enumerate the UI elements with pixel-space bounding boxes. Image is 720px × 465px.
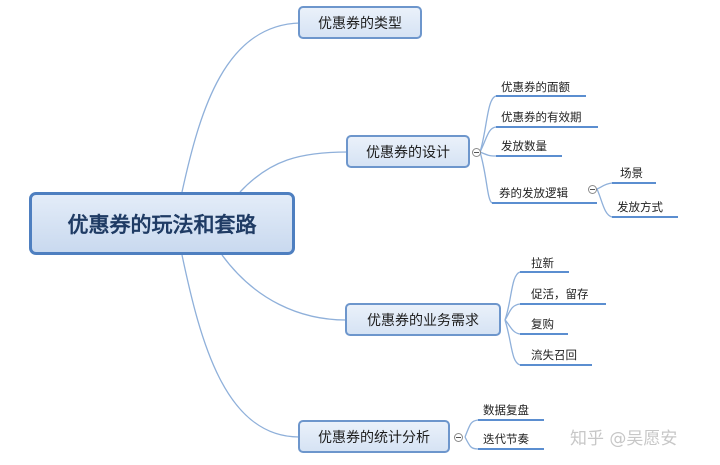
leaf-logic-scene[interactable]: 场景	[620, 166, 643, 180]
connector-stats-iterate	[464, 436, 479, 450]
topic-types[interactable]: 优惠券的类型	[298, 6, 422, 39]
leaf-business-churn[interactable]: 流失召回	[531, 348, 577, 362]
watermark: 知乎 @吴愿安	[570, 429, 678, 449]
connector-root-types	[181, 22, 301, 193]
connector-design-face	[479, 95, 497, 153]
collapse-design-toggle[interactable]	[472, 148, 481, 157]
connector-stats-review	[464, 419, 479, 438]
collapse-logic-toggle[interactable]	[588, 185, 597, 194]
leaf-business-rebuy[interactable]: 复购	[531, 317, 554, 331]
connector-business-new	[504, 271, 521, 321]
leaf-business-activation[interactable]: 促活，留存	[531, 287, 589, 301]
leaf-design-face-value[interactable]: 优惠券的面额	[501, 80, 570, 94]
leaf-logic-method[interactable]: 发放方式	[617, 200, 663, 214]
leaf-design-logic[interactable]: 券的发放逻辑	[499, 186, 568, 200]
collapse-stats-toggle[interactable]	[454, 433, 463, 442]
connector-design-validity	[479, 126, 497, 153]
leaf-business-new-users[interactable]: 拉新	[531, 256, 554, 270]
connector-logic-method	[596, 188, 613, 218]
connector-root-stats	[181, 254, 301, 438]
connector-business-active	[504, 303, 521, 321]
connector-business-rebuy	[504, 319, 521, 335]
connector-root-design	[239, 151, 349, 193]
topic-design[interactable]: 优惠券的设计	[346, 135, 470, 168]
connector-root-business	[221, 254, 347, 321]
leaf-stats-review[interactable]: 数据复盘	[483, 403, 529, 417]
connector-business-churn	[504, 319, 521, 366]
connector-logic-scene	[596, 182, 613, 190]
leaf-stats-iterate[interactable]: 迭代节奏	[483, 432, 529, 446]
leaf-design-validity[interactable]: 优惠券的有效期	[501, 110, 582, 124]
root-topic[interactable]: 优惠券的玩法和套路	[29, 192, 295, 255]
topic-stats[interactable]: 优惠券的统计分析	[298, 420, 450, 453]
topic-business[interactable]: 优惠券的业务需求	[345, 303, 501, 336]
connector-design-qty	[479, 151, 497, 157]
leaf-design-quantity[interactable]: 发放数量	[501, 139, 547, 153]
connector-design-logic	[479, 151, 493, 204]
